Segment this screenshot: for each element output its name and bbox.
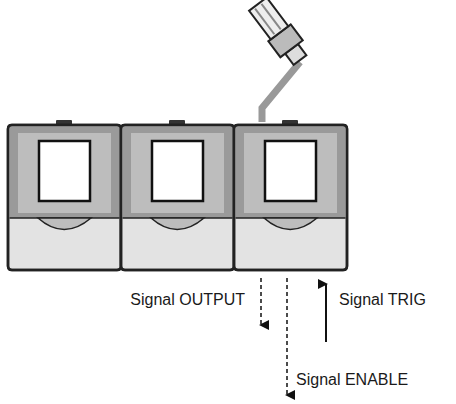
trig-arrow xyxy=(325,284,327,342)
signal-label: Signal TRIG xyxy=(339,292,426,308)
module-2 xyxy=(121,120,234,270)
output-arrow xyxy=(260,278,262,325)
sensor-connector xyxy=(247,0,311,68)
module-3 xyxy=(234,120,347,270)
sensor-cable xyxy=(262,62,300,122)
module-1 xyxy=(8,120,121,270)
enable-arrow xyxy=(286,278,288,395)
signal-label: Signal OUTPUT xyxy=(130,292,245,308)
signal-label: Signal ENABLE xyxy=(296,372,408,388)
